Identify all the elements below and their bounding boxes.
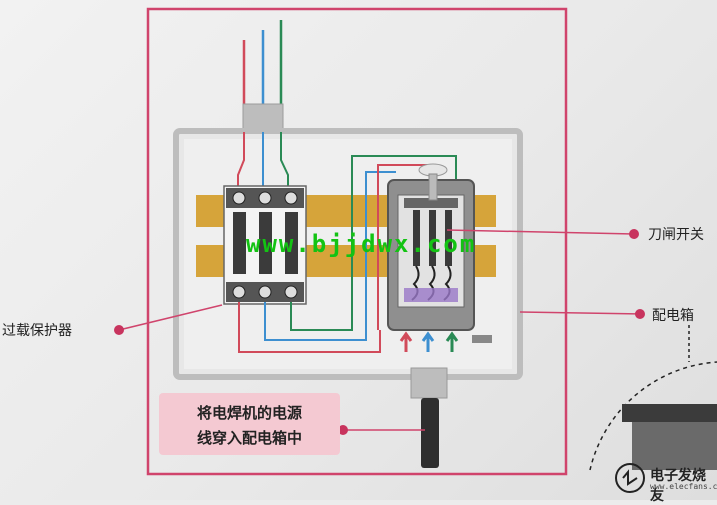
cable-gland-bottom xyxy=(410,367,448,399)
watermark-text: www.bjjdwx.com xyxy=(246,230,477,258)
leader-dot-note xyxy=(338,425,348,435)
leader-dot-knife xyxy=(629,229,639,239)
box-indicator xyxy=(472,335,492,343)
wire-green-loop xyxy=(290,155,457,331)
label-distribution-box: 配电箱 xyxy=(652,308,694,324)
cable-gland-top xyxy=(242,103,284,133)
direction-arrows xyxy=(399,331,459,352)
logo-icon xyxy=(615,463,645,493)
note-line-1: 将电焊机的电源 xyxy=(196,404,302,422)
brand-logo: 电子发烧友 www.elecfans.com xyxy=(614,462,717,504)
wire-blue-loop xyxy=(264,171,396,341)
label-knife-switch: 刀闸开关 xyxy=(648,227,704,243)
leader-dot-overload xyxy=(114,325,124,335)
wire-green-in xyxy=(280,132,289,188)
magnified-box-body xyxy=(632,422,717,470)
wire-red-loop xyxy=(238,302,381,353)
logo-url: www.elecfans.com xyxy=(650,482,717,491)
callout-circle xyxy=(589,361,717,471)
label-overload-protector: 过载保护器 xyxy=(2,323,72,339)
note-line-2: 线穿入配电箱中 xyxy=(196,429,302,447)
welder-cable xyxy=(421,398,439,468)
leader-overload xyxy=(118,304,223,331)
magnified-box xyxy=(622,404,717,422)
instruction-note: 将电焊机的电源 线穿入配电箱中 xyxy=(159,393,340,455)
overload-protector xyxy=(223,185,307,305)
leader-knife xyxy=(446,229,635,235)
outer-frame xyxy=(146,7,568,476)
knife-switch xyxy=(387,163,475,331)
leader-box xyxy=(519,311,641,315)
wire-red-in xyxy=(237,132,245,188)
leader-dot-box xyxy=(635,309,645,319)
